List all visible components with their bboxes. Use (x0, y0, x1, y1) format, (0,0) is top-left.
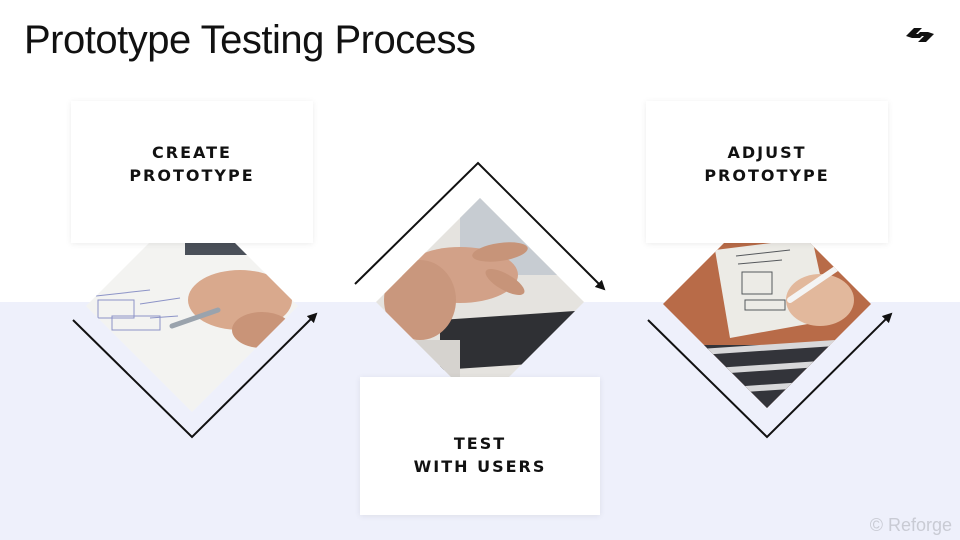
step-label-line1: CREATE (152, 143, 232, 162)
step-card-create-prototype: CREATE PROTOTYPE (71, 101, 313, 243)
arrow-test-to-adjust (354, 161, 606, 291)
slide-title: Prototype Testing Process (24, 18, 476, 62)
step-label-line2: PROTOTYPE (129, 166, 255, 185)
copyright-notice: © Reforge (869, 515, 952, 535)
arrow-adjust-onward (647, 312, 893, 439)
step-card-adjust-prototype: ADJUST PROTOTYPE (646, 101, 888, 243)
step-label-line2: WITH USERS (413, 457, 547, 476)
step-card-test-with-users: TEST WITH USERS (360, 377, 600, 515)
reforge-logo-icon (906, 28, 934, 42)
step-label-line2: PROTOTYPE (704, 166, 830, 185)
arrow-create-to-test (72, 312, 318, 439)
step-label-line1: ADJUST (727, 143, 807, 162)
step-label-line1: TEST (453, 434, 507, 453)
